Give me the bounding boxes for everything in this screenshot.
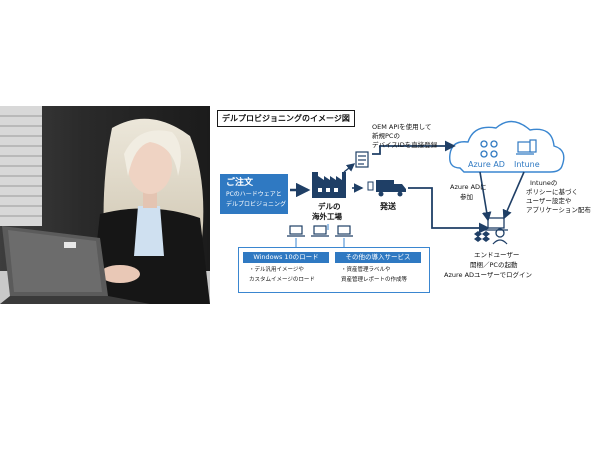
join-label-2: 参加 <box>460 193 473 201</box>
order-label: ご注文 <box>226 178 254 188</box>
provisioning-diagram: デルプロビジョニングのイメージ図 ご注文 PCのハードウェアと デルプロビジョニ… <box>212 106 600 304</box>
intune-icon <box>516 139 537 155</box>
laptop-icon <box>484 217 508 231</box>
end-user-label-2: 開梱／PCの起動 <box>470 261 518 269</box>
document-icon <box>355 151 369 168</box>
diagram-graphics <box>287 120 565 247</box>
oem-note-1: OEM APIを使用して <box>372 123 432 131</box>
diagram-title: デルプロビジョニングのイメージ図 <box>217 110 355 127</box>
order-detail-2: デルプロビジョニング <box>226 201 287 208</box>
azure-ad-icon <box>480 140 498 158</box>
cloud-shape <box>449 120 565 173</box>
intune-note-1: Intuneの <box>530 179 558 187</box>
factory-label-1: デルの <box>318 202 341 211</box>
factory-icon <box>312 172 346 198</box>
truck-icon <box>367 180 406 197</box>
intune-note-2: ポリシーに基づく <box>526 188 578 196</box>
photo-woman-with-laptop <box>0 106 210 304</box>
order-box: ご注文 PCのハードウェアと デルプロビジョニング <box>220 174 288 214</box>
laptops-row-icon <box>287 225 353 237</box>
user-icon <box>492 228 508 245</box>
windows-load-header: Windows 10のロード <box>243 252 329 263</box>
end-user-label-3: Azure ADユーザーでログイン <box>444 271 533 279</box>
shipping-label: 発送 <box>380 202 396 211</box>
end-user-label-1: エンドユーザー <box>474 251 520 259</box>
photo-illustration <box>0 106 210 304</box>
other-services-header: その他の導入サービス <box>335 252 421 263</box>
package-icon <box>474 231 490 242</box>
azure-ad-label: Azure AD <box>468 160 505 169</box>
services-box: Windows 10のロード その他の導入サービス ・デル汎用イメージや カスタ… <box>238 247 430 293</box>
oem-note-3: デバイスIDを直接登録 <box>372 141 438 149</box>
oem-note-2: 新規PCの <box>372 132 400 140</box>
intune-note-3: ユーザー設定や <box>526 197 572 205</box>
windows-load-line-1: ・デル汎用イメージや <box>249 267 304 273</box>
factory-label-2: 海外工場 <box>312 212 342 221</box>
intune-note-4: アプリケーション配布 <box>526 206 591 214</box>
order-detail-1: PCのハードウェアと <box>226 191 282 198</box>
other-services-line-2: 資産管理レポートの作成等 <box>341 277 408 283</box>
other-services-line-1: ・資産管理ラベルや <box>341 267 391 273</box>
join-label-1: Azure ADに <box>450 183 487 191</box>
intune-label: Intune <box>514 160 540 169</box>
windows-load-line-2: カスタムイメージのロード <box>249 277 315 283</box>
